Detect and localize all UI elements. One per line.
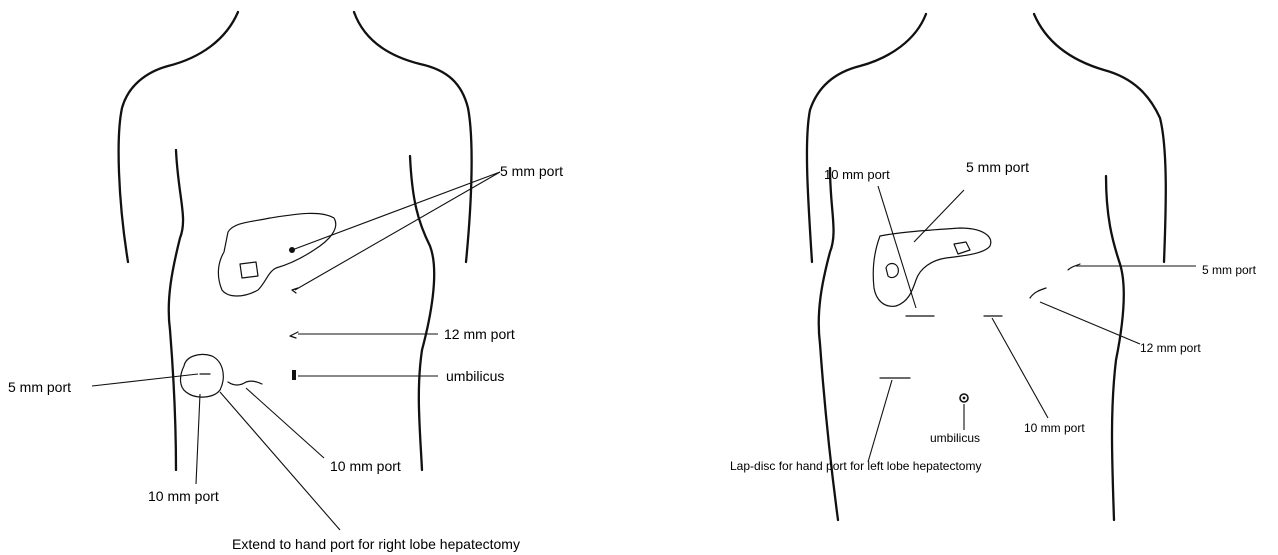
right-label-umbilicus: umbilicus xyxy=(930,431,980,445)
right-port-diagram: 10 mm port 5 mm port 5 mm port 12 mm por… xyxy=(730,14,1257,520)
left-label-5mm-top: 5 mm port xyxy=(500,163,563,179)
right-liver-outline xyxy=(873,228,991,306)
right-torso-outline xyxy=(807,14,1166,520)
right-port-marks xyxy=(880,264,1080,378)
right-label-5mm-top: 5 mm port xyxy=(966,159,1029,175)
left-leader-lines xyxy=(92,172,500,530)
right-umbilicus-mark xyxy=(960,394,968,402)
left-12mm-port-mark xyxy=(290,332,298,338)
left-torso-outline xyxy=(119,12,472,470)
left-label-10mm-right: 10 mm port xyxy=(330,458,401,474)
left-liver-outline xyxy=(218,213,335,296)
right-label-5mm-right: 5 mm port xyxy=(1202,263,1257,277)
left-label-10mm-bottom: 10 mm port xyxy=(148,488,219,504)
left-label-umbilicus: umbilicus xyxy=(446,368,504,384)
left-label-5mm-left: 5 mm port xyxy=(8,379,71,395)
right-label-10mm-top: 10 mm port xyxy=(824,167,890,182)
left-port-diagram: 5 mm port 12 mm port umbilicus 5 mm port… xyxy=(8,12,563,552)
right-label-10mm-lower: 10 mm port xyxy=(1024,421,1085,435)
left-umbilicus-mark xyxy=(292,370,296,380)
left-label-12mm: 12 mm port xyxy=(444,326,515,342)
right-label-12mm: 12 mm port xyxy=(1140,341,1201,355)
left-label-hand-port-note: Extend to hand port for right lobe hepat… xyxy=(232,536,520,552)
right-label-hand-port-note: Lap-disc for hand port for left lobe hep… xyxy=(730,459,981,473)
left-10mm-port-mark xyxy=(228,381,262,385)
